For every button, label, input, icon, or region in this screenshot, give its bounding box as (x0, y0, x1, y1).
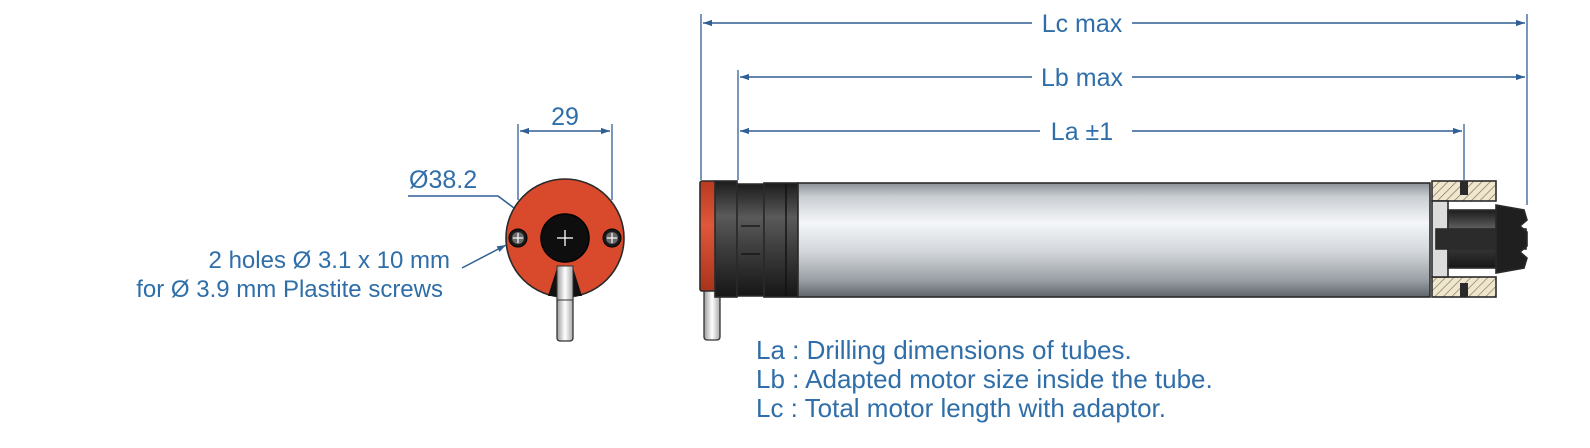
lb-label: Lb max (1041, 64, 1123, 92)
legend-la: La : Drilling dimensions of tubes. (756, 335, 1132, 365)
end-view-cable-exit (556, 265, 574, 301)
motor-head-plate (699, 180, 717, 292)
legend: La : Drilling dimensions of tubes. Lb : … (756, 335, 1213, 423)
motor-tube (797, 182, 1431, 298)
end-diameter-label: Ø38.2 (409, 166, 477, 194)
holes-note-line2: for Ø 3.9 mm Plastite screws (136, 276, 443, 303)
drive-adaptor (1431, 180, 1528, 298)
end-view: 29 Ø38.2 2 holes Ø 3.1 x 10 mm (136, 103, 625, 342)
holes-note-line1: 2 holes Ø 3.1 x 10 mm (209, 247, 450, 274)
legend-lc: Lc : Total motor length with adaptor. (756, 393, 1166, 423)
end-width-label: 29 (551, 103, 579, 131)
diameter-leader (408, 195, 515, 209)
motor-collar (736, 183, 765, 297)
lc-label: Lc max (1042, 10, 1123, 38)
screw-hole-right (602, 228, 622, 248)
side-view: Lc max Lb max La ±1 (699, 10, 1528, 341)
la-label: La ±1 (1051, 118, 1113, 146)
motor-head-body (714, 180, 738, 298)
crown-ring (763, 182, 799, 298)
holes-leader (461, 244, 507, 269)
screw-hole-left (508, 228, 528, 248)
legend-lb: Lb : Adapted motor size inside the tube. (756, 364, 1213, 394)
